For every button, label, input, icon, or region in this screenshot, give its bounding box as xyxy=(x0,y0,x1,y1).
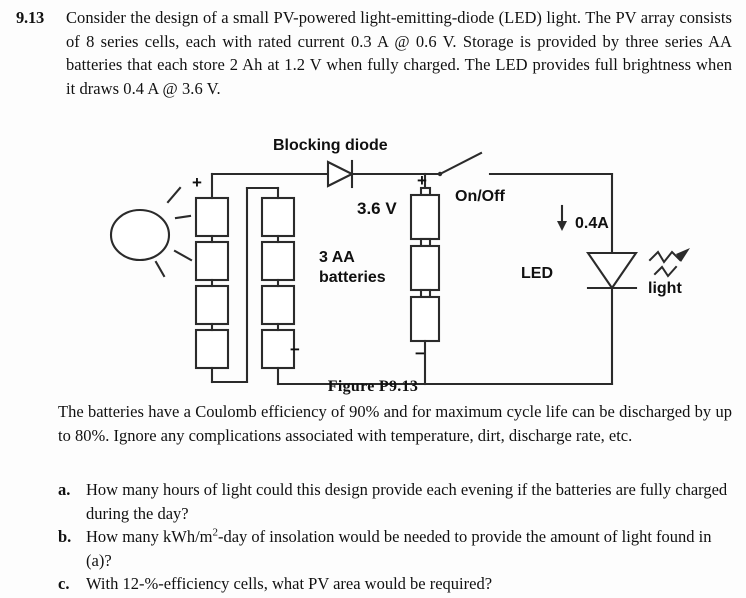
subquestion-list: a. How many hours of light could this de… xyxy=(58,478,738,596)
problem-number: 9.13 xyxy=(16,8,45,27)
battery-name-label-line1: 3 AA xyxy=(319,249,355,266)
current-arrow-icon xyxy=(557,204,567,231)
light-rays-icon xyxy=(648,248,690,278)
problem-statement-block: 9.13 Consider the design of a small PV-p… xyxy=(16,6,732,100)
battery-stack xyxy=(409,172,441,386)
subquestion-c: c. With 12-%-efficiency cells, what PV a… xyxy=(58,572,738,596)
figure-caption: Figure P9.13 xyxy=(327,378,419,395)
pv-plus-label: + xyxy=(192,173,202,192)
post-figure-paragraph: The batteries have a Coulomb efficiency … xyxy=(58,402,732,445)
subquestion-b: b. How many kWh/m2-day of insolation wou… xyxy=(58,525,738,572)
problem-statement-text: Consider the design of a small PV-powere… xyxy=(66,8,732,98)
pv-column-1 xyxy=(194,196,230,370)
subquestion-b-text: How many kWh/m2-day of insolation would … xyxy=(86,525,738,572)
circuit-diagram-svg: Blocking diode + − + 3.6 V 3 AA batterie… xyxy=(109,137,690,386)
pv-minus-label: − xyxy=(290,340,300,359)
pv-wiring xyxy=(210,172,614,386)
subquestion-a-text: How many hours of light could this desig… xyxy=(86,480,728,523)
subquestion-b-text-after: -day of insolation would be needed to pr… xyxy=(86,527,712,570)
blocking-diode-label: Blocking diode xyxy=(273,137,388,154)
subquestion-b-letter: b. xyxy=(58,527,72,546)
led-branch xyxy=(586,172,638,386)
subquestion-c-letter: c. xyxy=(58,574,70,593)
battery-name-label-line2: batteries xyxy=(319,269,386,286)
blocking-diode-symbol xyxy=(326,159,355,189)
circuit-figure: Blocking diode + − + 3.6 V 3 AA batterie… xyxy=(0,136,746,398)
onoff-switch-symbol xyxy=(437,151,614,177)
subquestion-c-text: With 12-%-efficiency cells, what PV area… xyxy=(86,574,493,593)
onoff-switch-label: On/Off xyxy=(455,188,505,205)
battery-plus-label: + xyxy=(417,171,427,190)
subquestion-b-text-before: How many kWh/m xyxy=(86,527,213,546)
sun-icon xyxy=(109,186,193,278)
led-label: LED xyxy=(521,265,553,282)
light-label: light xyxy=(648,280,682,297)
battery-minus-label: − xyxy=(415,344,425,363)
subquestion-a-letter: a. xyxy=(58,480,71,499)
pv-column-2 xyxy=(260,196,296,370)
subquestion-a: a. How many hours of light could this de… xyxy=(58,478,738,525)
battery-voltage-label: 3.6 V xyxy=(357,199,397,218)
current-label: 0.4A xyxy=(575,215,609,232)
subquestion-b-exponent: 2 xyxy=(212,526,218,539)
